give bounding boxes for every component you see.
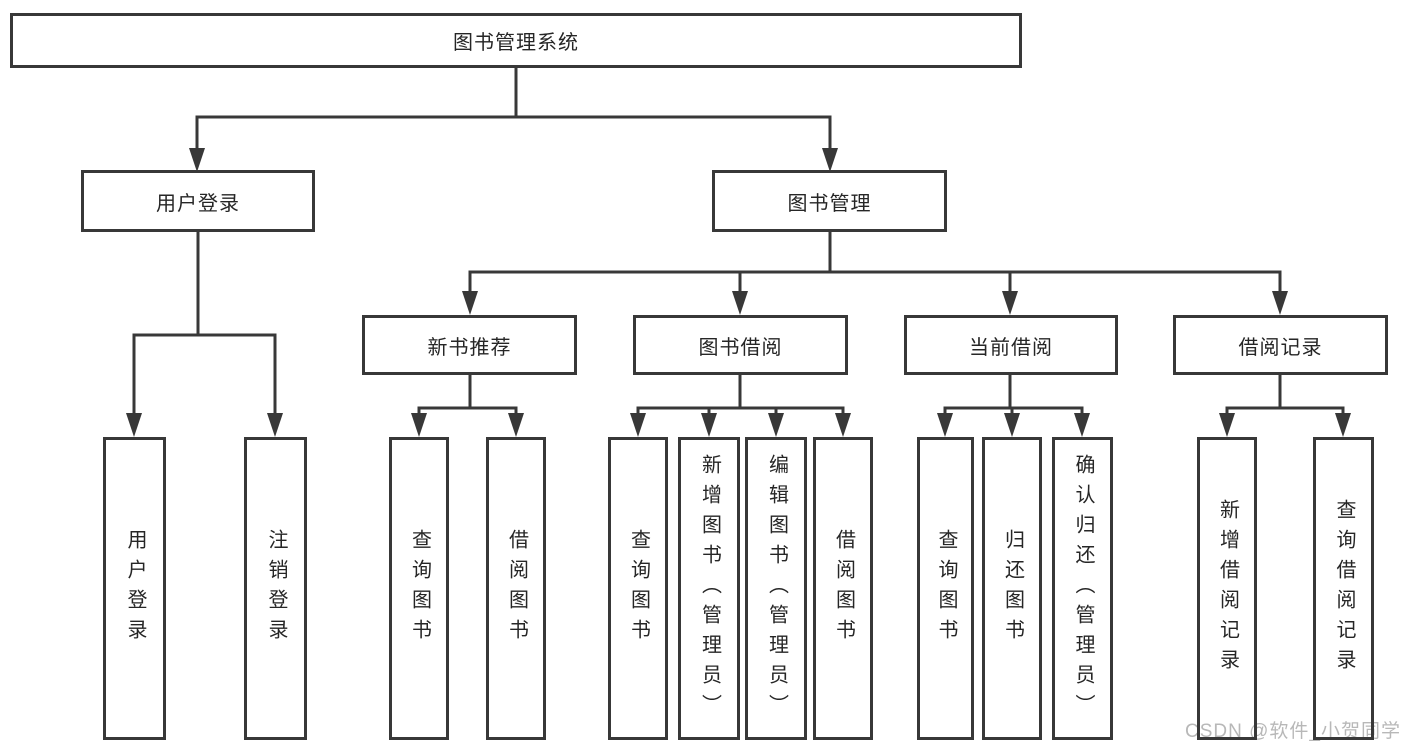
node-library-system: 图书管理系统	[10, 13, 1022, 68]
leaf-return-books-label: 归还图书	[1001, 528, 1024, 649]
node-borrowing-records: 借阅记录	[1173, 315, 1388, 375]
node-book-borrowing: 图书借阅	[633, 315, 848, 375]
leaf-borrow-books-borrowing: 借阅图书	[813, 437, 873, 740]
leaf-query-borrow-record-label: 查询借阅记录	[1333, 498, 1355, 679]
leaf-user-login-label: 用户登录	[124, 528, 146, 649]
node-book-borrowing-label: 图书借阅	[698, 336, 783, 359]
leaf-add-borrow-record: 新增借阅记录	[1197, 437, 1257, 740]
csdn-watermark: CSDN @软件_小贺同学	[1185, 721, 1401, 742]
leaf-borrow-books-recommend-label: 借阅图书	[505, 528, 528, 649]
leaf-user-login: 用户登录	[103, 437, 166, 740]
leaf-borrow-books-recommend: 借阅图书	[486, 437, 546, 740]
leaf-query-books-borrowing-label: 查询图书	[627, 528, 650, 649]
node-borrowing-records-label: 借阅记录	[1238, 336, 1323, 359]
leaf-query-borrow-record: 查询借阅记录	[1313, 437, 1374, 740]
leaf-edit-book-admin: 编辑图书（管理员）	[745, 437, 807, 740]
leaf-confirm-return-admin: 确认归还（管理员）	[1052, 437, 1113, 740]
leaf-query-books-current: 查询图书	[917, 437, 974, 740]
node-new-book-recommend: 新书推荐	[362, 315, 577, 375]
leaf-add-book-admin: 新增图书（管理员）	[678, 437, 740, 740]
node-user-login-branch-label: 用户登录	[156, 192, 240, 215]
leaf-logout: 注销登录	[244, 437, 307, 740]
node-current-borrowing-label: 当前借阅	[969, 336, 1053, 359]
leaf-add-book-admin-label: 新增图书（管理员）	[698, 453, 721, 724]
leaf-query-books-borrowing: 查询图书	[608, 437, 668, 740]
node-book-management-branch: 图书管理	[712, 170, 947, 232]
leaf-return-books: 归还图书	[982, 437, 1042, 740]
leaf-logout-label: 注销登录	[265, 528, 287, 649]
leaf-confirm-return-admin-label: 确认归还（管理员）	[1072, 453, 1094, 724]
leaf-borrow-books-borrowing-label: 借阅图书	[832, 528, 855, 649]
leaf-query-books-current-label: 查询图书	[935, 528, 957, 649]
node-book-management-branch-label: 图书管理	[787, 192, 872, 215]
leaf-query-books-recommend: 查询图书	[389, 437, 449, 740]
node-current-borrowing: 当前借阅	[904, 315, 1118, 375]
leaf-add-borrow-record-label: 新增借阅记录	[1216, 498, 1239, 679]
node-library-system-label: 图书管理系统	[453, 32, 579, 54]
leaf-edit-book-admin-label: 编辑图书（管理员）	[765, 453, 788, 724]
node-user-login-branch: 用户登录	[81, 170, 315, 232]
leaf-query-books-recommend-label: 查询图书	[408, 528, 431, 649]
node-new-book-recommend-label: 新书推荐	[427, 336, 512, 359]
